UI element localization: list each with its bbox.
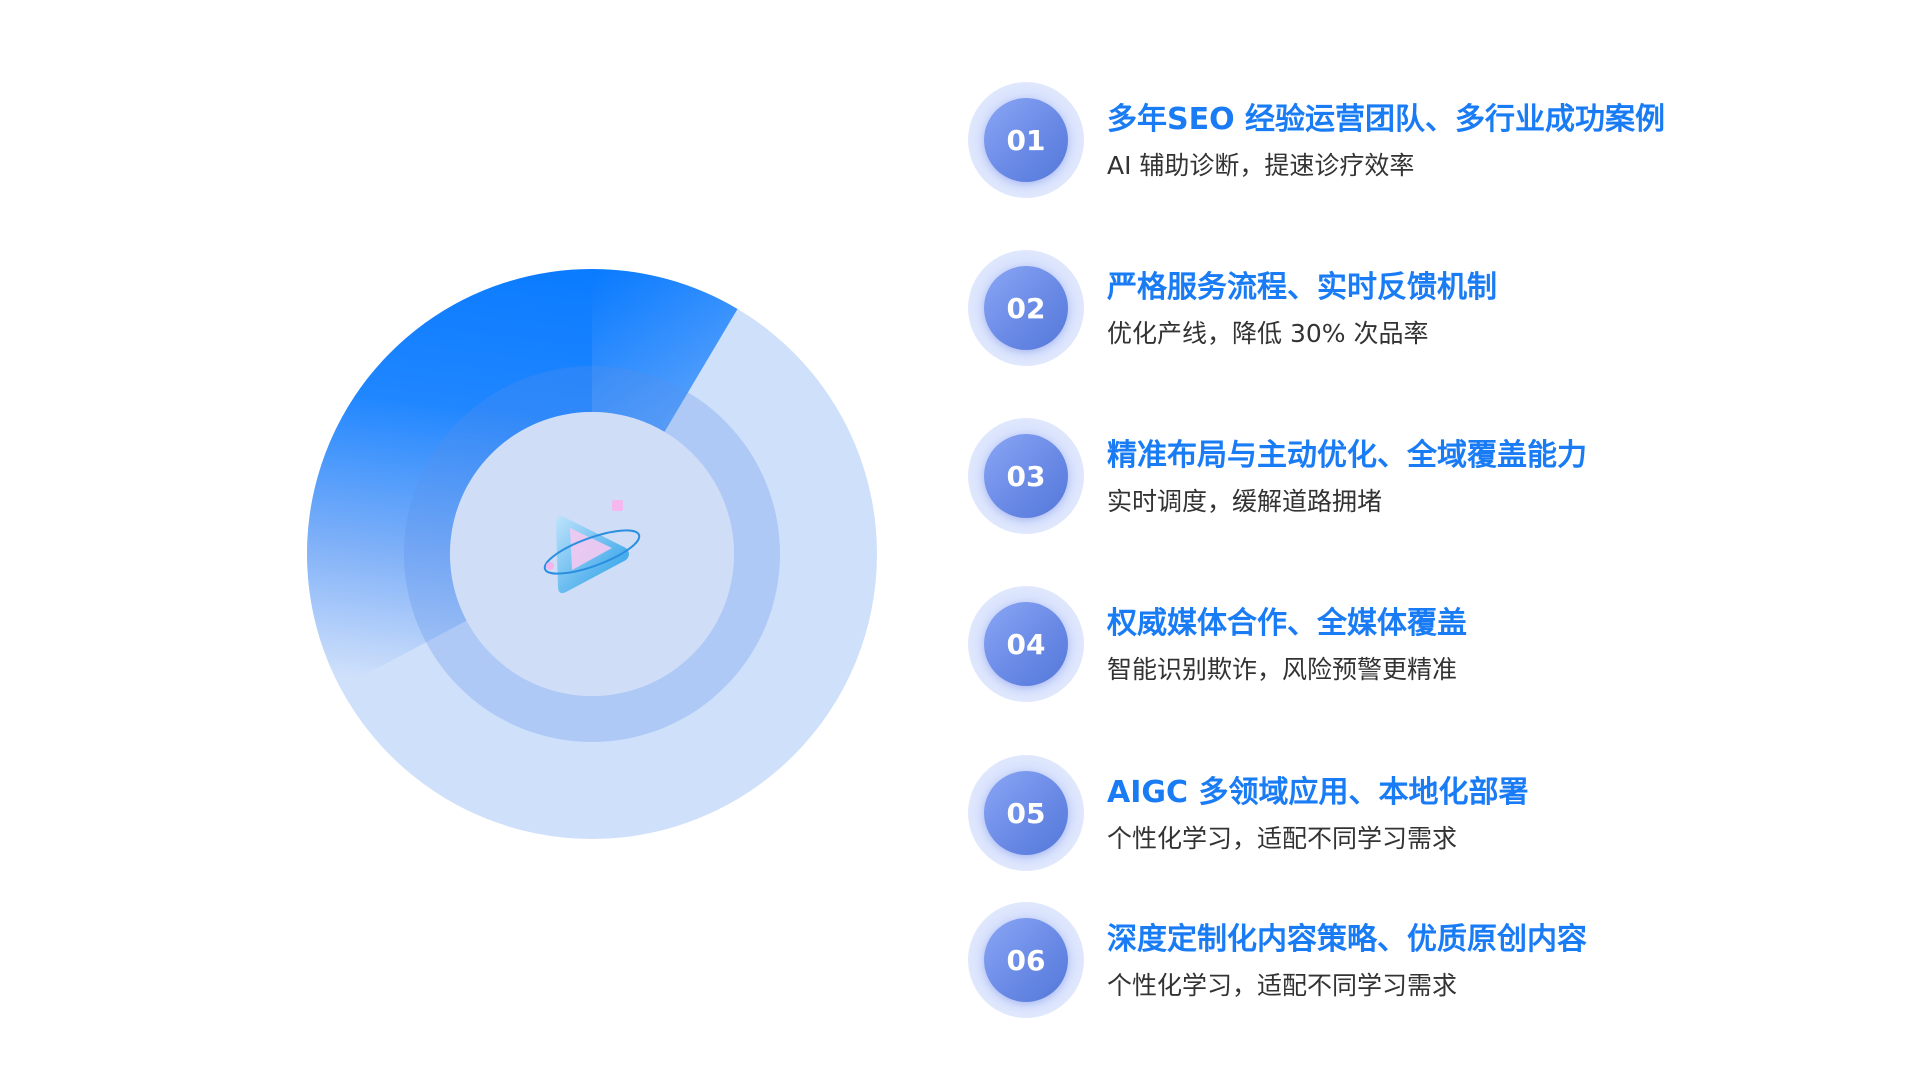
- feature-subtitle: 个性化学习，适配不同学习需求: [1107, 824, 1458, 853]
- number-label: 05: [984, 771, 1068, 855]
- number-badge: 02: [968, 250, 1084, 366]
- number-label: 02: [984, 266, 1068, 350]
- feature-title: 深度定制化内容策略、优质原创内容: [1107, 922, 1587, 957]
- number-label: 06: [984, 918, 1068, 1002]
- feature-item-05: 05 AIGC 多领域应用、本地化部署 个性化学习，适配不同学习需求: [968, 755, 1868, 875]
- feature-subtitle: AI 辅助诊断，提速诊疗效率: [1107, 151, 1415, 180]
- feature-item-03: 03 精准布局与主动优化、全域覆盖能力 实时调度，缓解道路拥堵: [968, 418, 1868, 538]
- feature-title: 权威媒体合作、全媒体覆盖: [1107, 606, 1467, 641]
- number-label: 01: [984, 98, 1068, 182]
- feature-title: 精准布局与主动优化、全域覆盖能力: [1107, 438, 1587, 473]
- segment-top-left: [424, 269, 593, 440]
- feature-subtitle: 优化产线，降低 30% 次品率: [1107, 319, 1429, 348]
- feature-subtitle: 智能识别欺诈，风险预警更精准: [1107, 655, 1458, 684]
- number-label: 04: [984, 602, 1068, 686]
- feature-item-04: 04 权威媒体合作、全媒体覆盖 智能识别欺诈，风险预警更精准: [968, 586, 1868, 706]
- feature-title: AIGC 多领域应用、本地化部署: [1107, 775, 1529, 810]
- feature-title: 严格服务流程、实时反馈机制: [1107, 270, 1497, 305]
- feature-item-02: 02 严格服务流程、实时反馈机制 优化产线，降低 30% 次品率: [968, 250, 1868, 370]
- segment-top-right: [592, 269, 738, 432]
- play-icon: [543, 500, 641, 594]
- number-badge: 01: [968, 82, 1084, 198]
- feature-subtitle: 实时调度，缓解道路拥堵: [1107, 487, 1383, 516]
- number-badge: 06: [968, 902, 1084, 1018]
- number-badge: 05: [968, 755, 1084, 871]
- number-badge: 03: [968, 418, 1084, 534]
- number-label: 03: [984, 434, 1068, 518]
- feature-item-01: 01 多年SEO 经验运营团队、多行业成功案例 AI 辅助诊断，提速诊疗效率: [968, 82, 1868, 202]
- segment-left: [306, 322, 510, 688]
- feature-item-06: 06 深度定制化内容策略、优质原创内容 个性化学习，适配不同学习需求: [968, 902, 1868, 1022]
- number-badge: 04: [968, 586, 1084, 702]
- donut-graphic: [306, 269, 877, 839]
- feature-title: 多年SEO 经验运营团队、多行业成功案例: [1107, 102, 1666, 137]
- feature-subtitle: 个性化学习，适配不同学习需求: [1107, 971, 1458, 1000]
